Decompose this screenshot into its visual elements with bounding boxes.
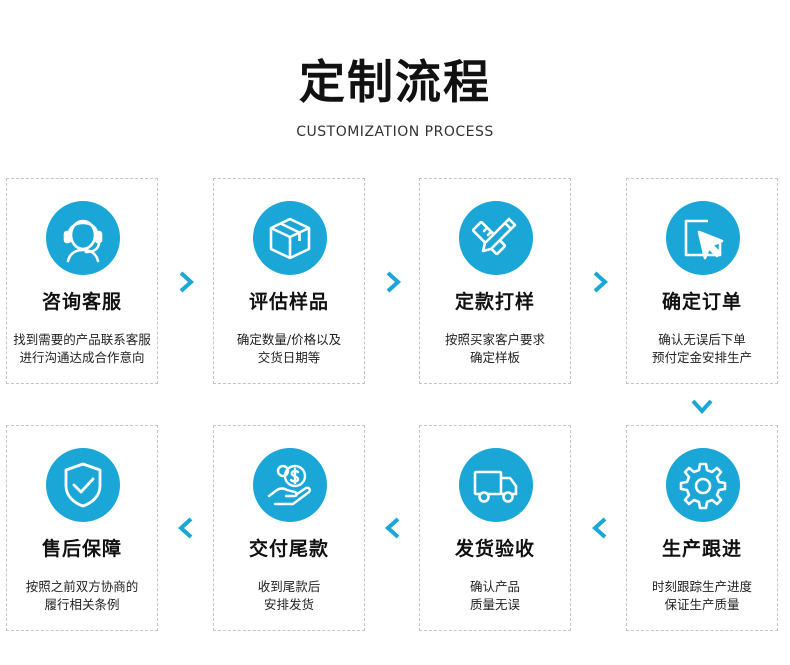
step-description: 确认产品质量无误 xyxy=(469,579,520,612)
step-title: 定款打样 xyxy=(454,291,535,313)
step-title: 发货验收 xyxy=(454,538,535,560)
truck-icon xyxy=(459,448,533,522)
step-card-delivery: 发货验收 确认产品质量无误 xyxy=(419,425,571,631)
page-subtitle: CUSTOMIZATION PROCESS xyxy=(296,124,494,140)
step-title: 生产跟进 xyxy=(661,538,742,560)
chevron-left-icon xyxy=(381,516,405,540)
chevron-left-icon xyxy=(588,516,612,540)
step-card-final-payment: 交付尾款 收到尾款后安排发货 xyxy=(213,425,365,631)
step-card-after-sales: 售后保障 按照之前双方协商的履行相关条例 xyxy=(6,425,158,631)
gear-icon xyxy=(666,448,740,522)
step-description: 收到尾款后安排发货 xyxy=(257,579,321,612)
cursor-click-icon xyxy=(666,201,740,275)
step-description: 时刻跟踪生产进度保证生产质量 xyxy=(651,579,752,612)
chevron-left-icon xyxy=(174,516,198,540)
step-description: 找到需要的产品联系客服进行沟通达成合作意向 xyxy=(13,332,151,365)
step-card-production: 生产跟进 时刻跟踪生产进度保证生产质量 xyxy=(626,425,778,631)
chevron-down-icon xyxy=(690,394,714,418)
step-card-sample: 定款打样 按照买家客户要求确定样板 xyxy=(419,178,571,384)
pencil-ruler-icon xyxy=(459,201,533,275)
customer-service-icon xyxy=(46,201,120,275)
step-description: 确定数量/价格以及交货日期等 xyxy=(236,332,342,365)
step-title: 售后保障 xyxy=(41,538,122,560)
step-card-evaluate: 评估样品 确定数量/价格以及交货日期等 xyxy=(213,178,365,384)
step-description: 按照买家客户要求确定样板 xyxy=(444,332,545,365)
step-card-consult: 咨询客服 找到需要的产品联系客服进行沟通达成合作意向 xyxy=(6,178,158,384)
chevron-right-icon xyxy=(381,270,405,294)
chevron-right-icon xyxy=(174,270,198,294)
step-description: 确认无误后下单预付定金安排生产 xyxy=(651,332,752,365)
step-title: 交付尾款 xyxy=(248,538,329,560)
step-card-order: 确定订单 确认无误后下单预付定金安排生产 xyxy=(626,178,778,384)
box-icon xyxy=(253,201,327,275)
page-title: 定制流程 xyxy=(299,55,491,109)
hand-coin-icon xyxy=(253,448,327,522)
step-title: 确定订单 xyxy=(661,291,742,313)
step-title: 咨询客服 xyxy=(41,291,122,313)
shield-check-icon xyxy=(46,448,120,522)
step-description: 按照之前双方协商的履行相关条例 xyxy=(25,579,139,612)
step-title: 评估样品 xyxy=(248,291,329,313)
chevron-right-icon xyxy=(588,270,612,294)
